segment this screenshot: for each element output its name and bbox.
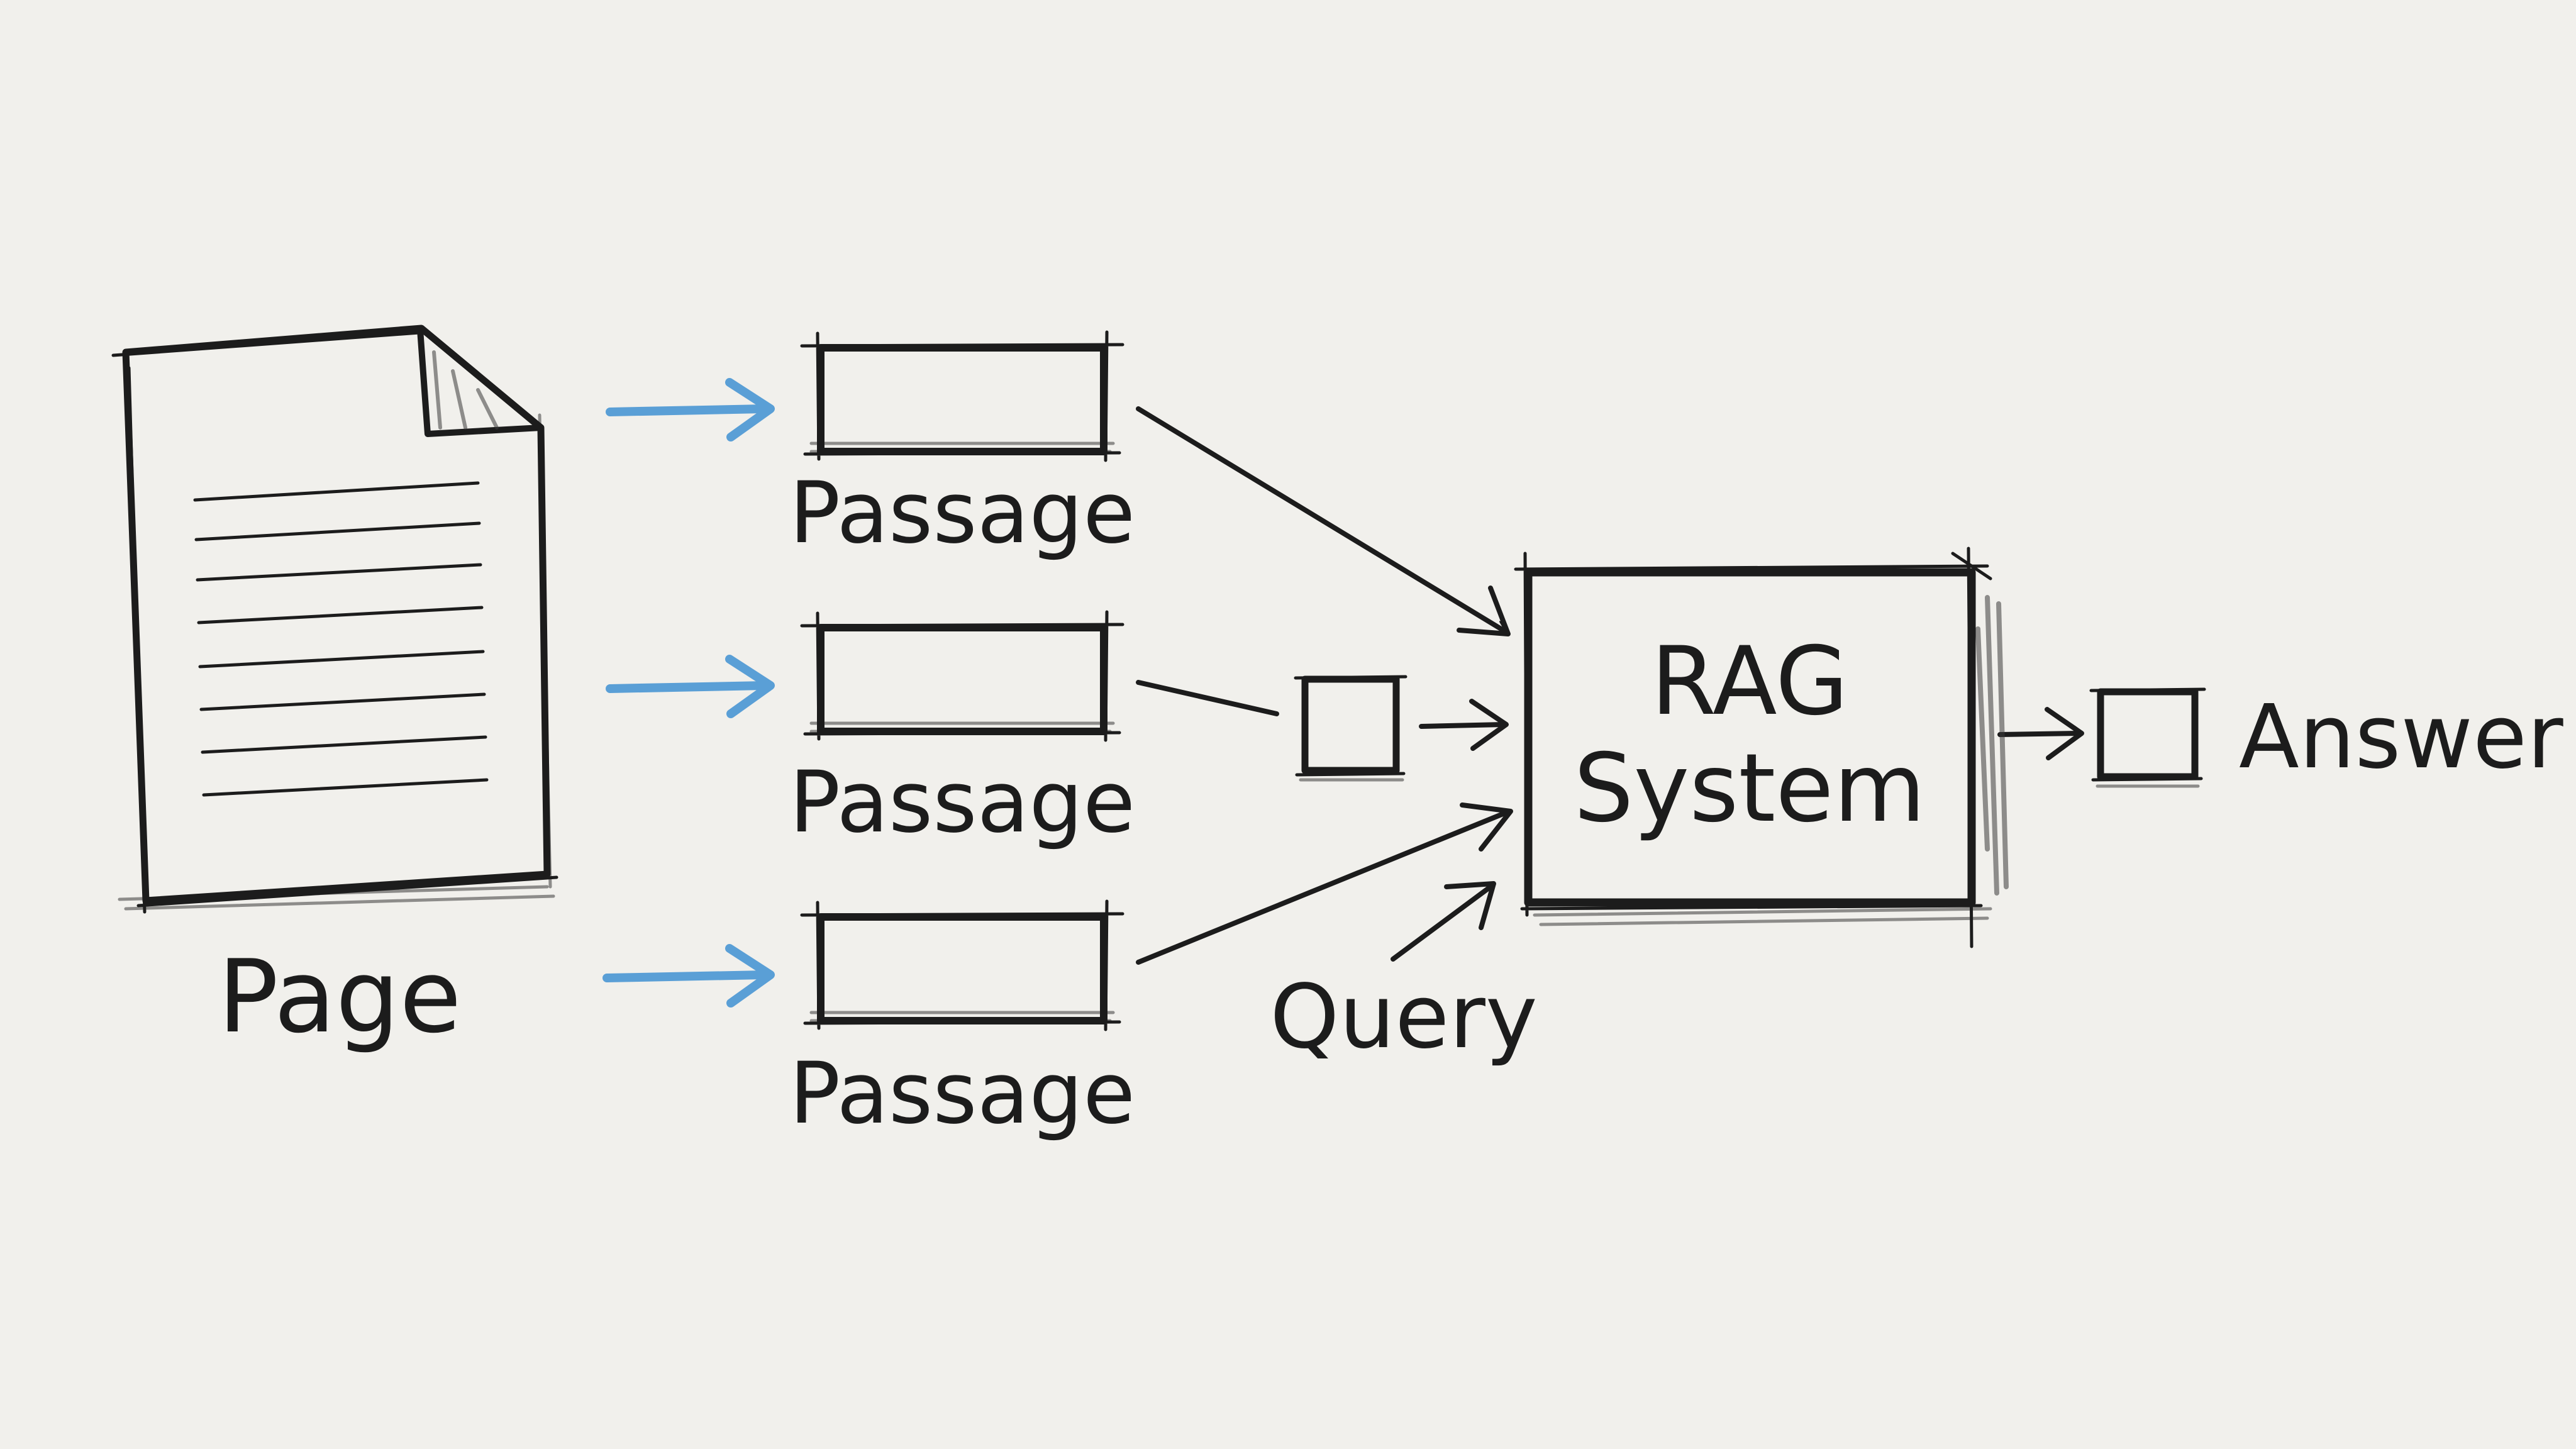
page-label: Page bbox=[218, 938, 461, 1055]
line-passage2-to-query-box bbox=[1136, 680, 1279, 716]
answer-box bbox=[2089, 687, 2206, 788]
arrow-query-to-rag-head bbox=[1444, 881, 1496, 930]
passage-label-2: Passage bbox=[789, 753, 1135, 852]
passage-label-3: Passage bbox=[789, 1044, 1135, 1143]
arrow-query-to-rag bbox=[1391, 884, 1493, 962]
rag-system-label-line2: System bbox=[1574, 734, 1925, 843]
passage-2: Passage bbox=[789, 610, 1135, 852]
rag-system-node: RAG System bbox=[1514, 547, 2009, 948]
answer-label: Answer bbox=[2239, 686, 2563, 789]
split-arrow-1 bbox=[606, 378, 775, 441]
arrow-passage1-to-rag bbox=[1136, 406, 1509, 635]
document-icon bbox=[111, 325, 558, 914]
split-arrow-2 bbox=[606, 655, 775, 718]
document-text-lines bbox=[193, 481, 489, 797]
rag-system-label-line1: RAG bbox=[1651, 627, 1848, 736]
split-arrows bbox=[602, 378, 775, 1008]
arrow-rag-to-answer-head bbox=[2045, 707, 2084, 760]
answer-node: Answer bbox=[2089, 686, 2563, 789]
passage-3: Passage bbox=[789, 899, 1135, 1143]
query-label: Query bbox=[1270, 966, 1537, 1069]
query-node: Query bbox=[1270, 966, 1537, 1069]
arrow-passage3-to-rag-head bbox=[1460, 802, 1513, 852]
connector-arrows bbox=[1136, 406, 2084, 965]
arrow-query-box-to-rag bbox=[1419, 722, 1506, 729]
rag-system-box bbox=[1514, 547, 2009, 948]
page-node: Page bbox=[111, 325, 558, 1055]
split-arrow-3 bbox=[602, 944, 775, 1008]
passage-box bbox=[800, 330, 1124, 462]
passage-label-1: Passage bbox=[789, 464, 1135, 562]
arrow-rag-to-answer bbox=[1997, 731, 2081, 737]
arrow-passage3-to-rag bbox=[1136, 809, 1512, 965]
arrow-passage1-to-rag-head bbox=[1457, 586, 1511, 636]
passage-1: Passage bbox=[789, 330, 1135, 562]
query-embedding-box bbox=[1294, 675, 1407, 782]
arrow-query-box-to-rag-head bbox=[1469, 699, 1509, 751]
passage-box bbox=[800, 899, 1124, 1031]
passage-box bbox=[800, 610, 1124, 742]
